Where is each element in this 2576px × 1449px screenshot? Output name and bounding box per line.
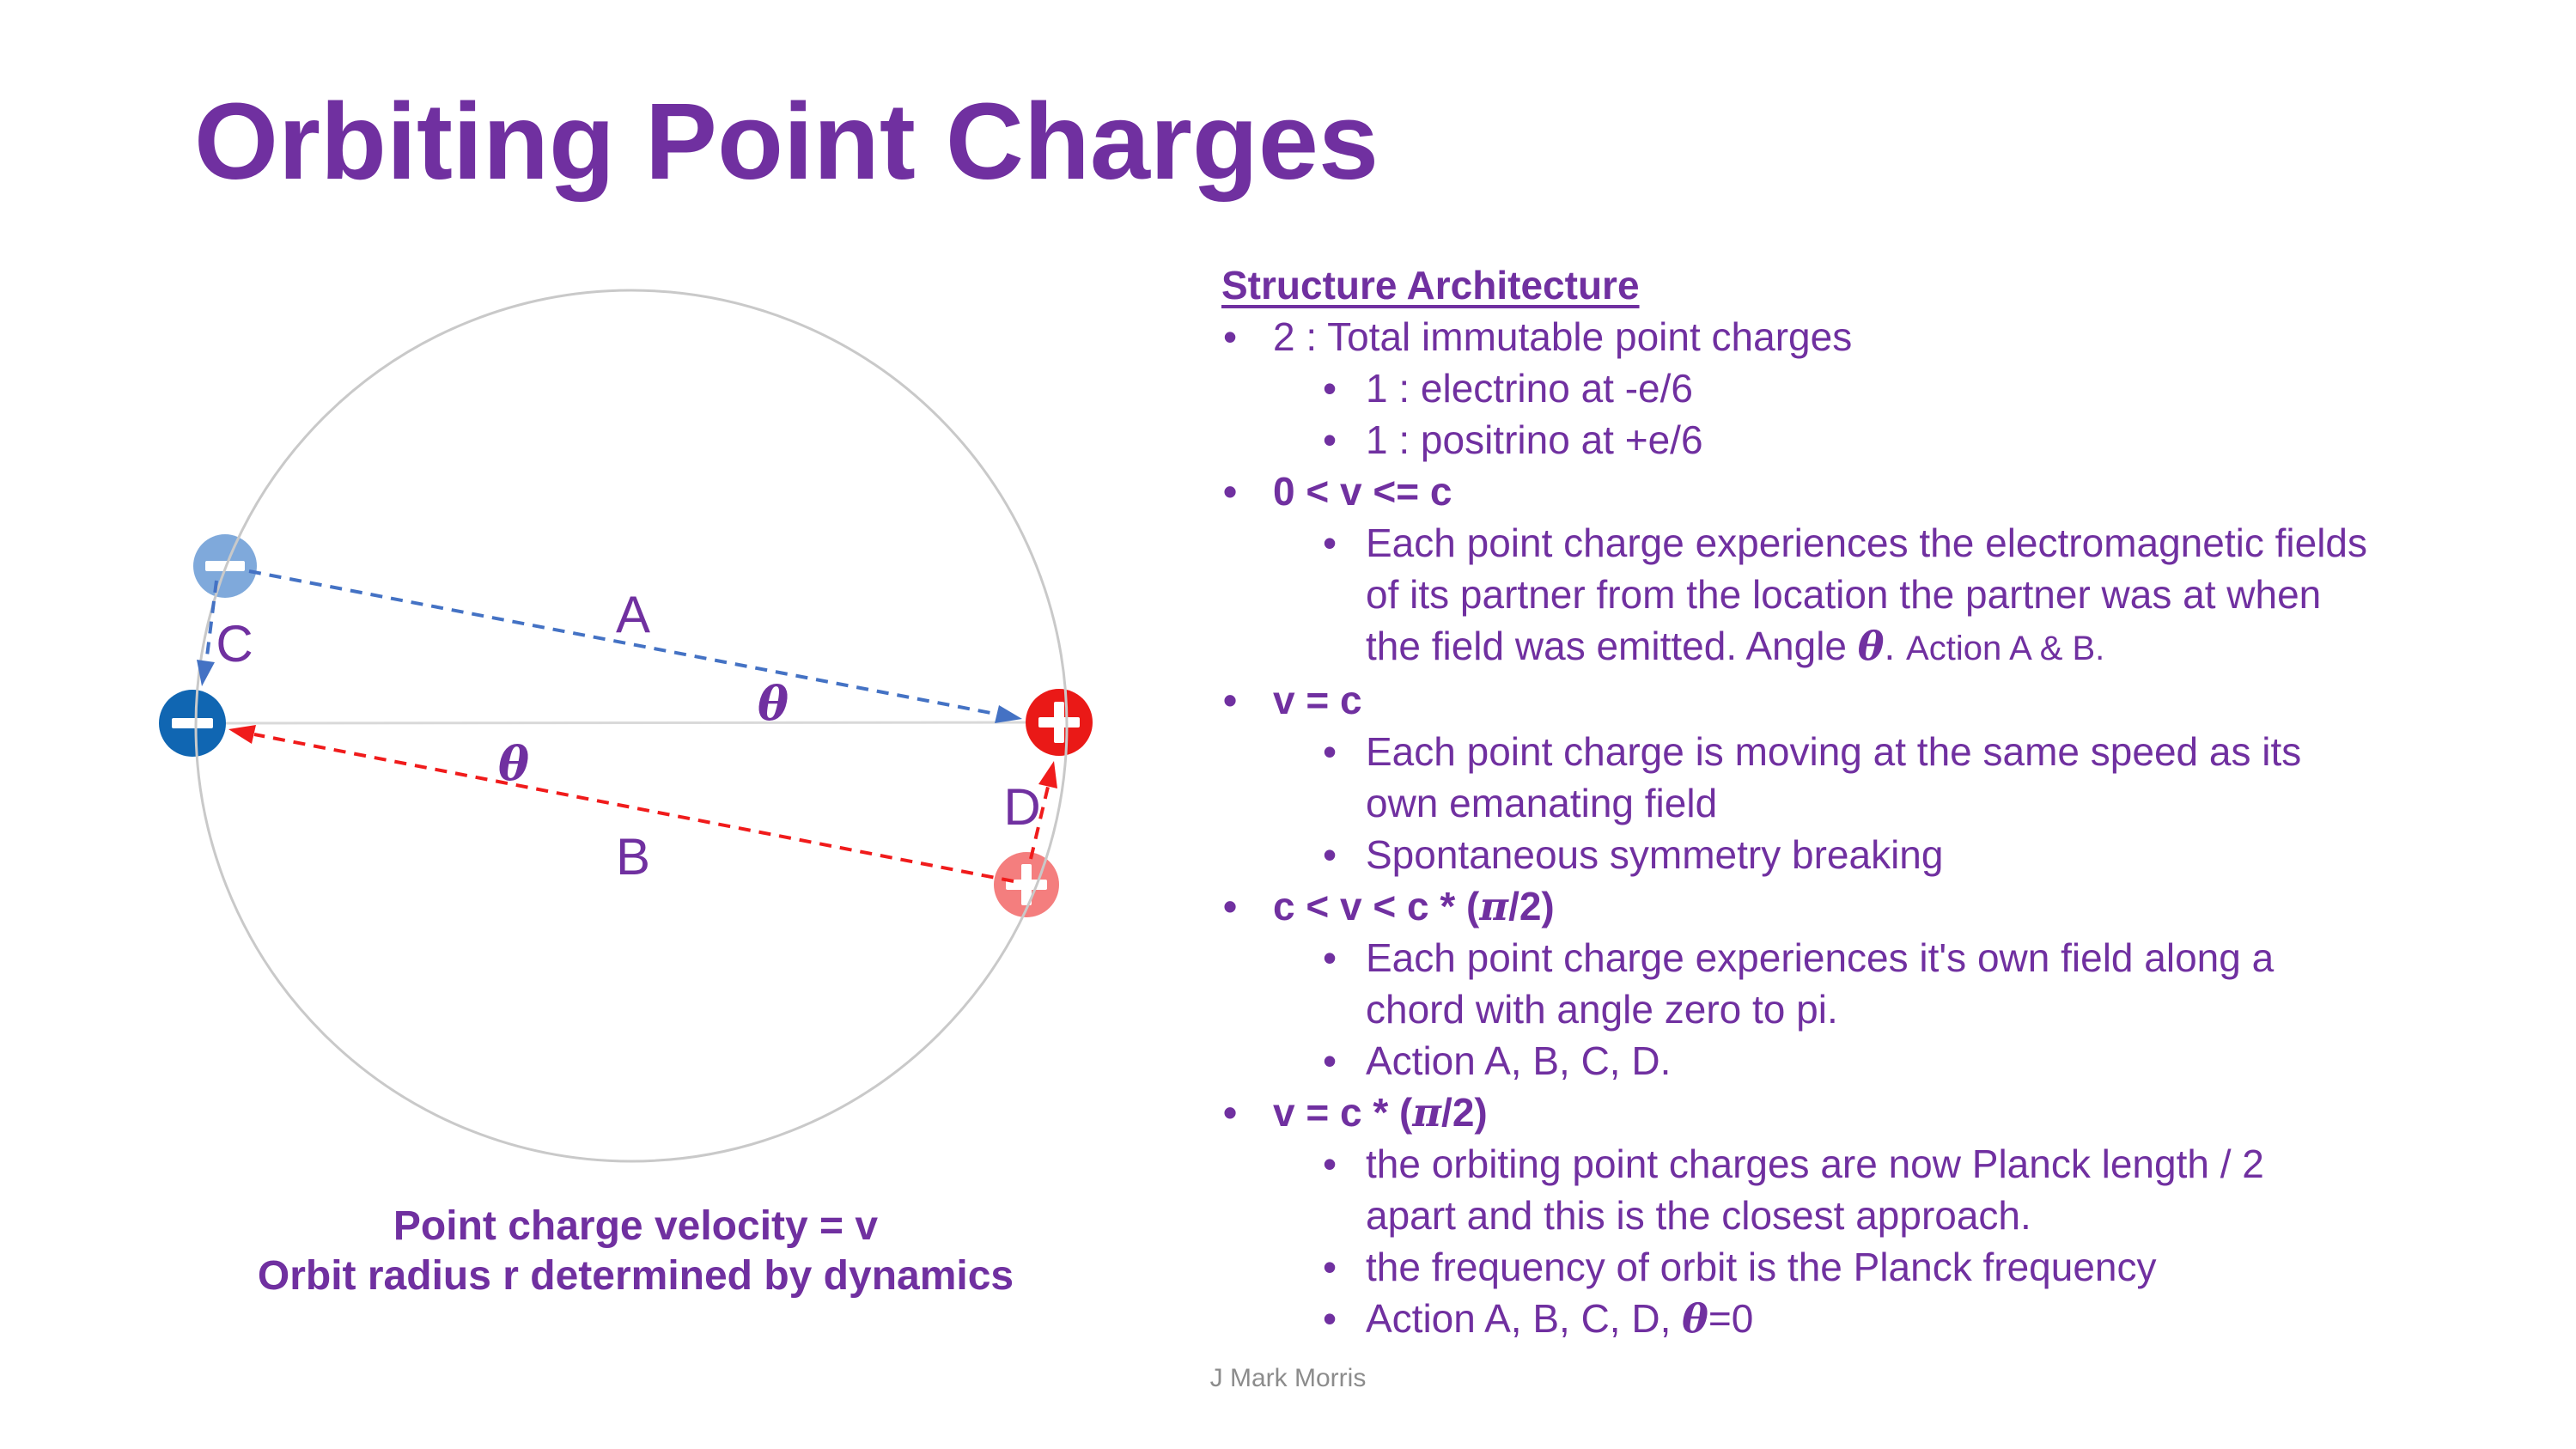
label-b: B: [616, 828, 650, 886]
bullet-dot: •: [1323, 521, 1337, 565]
list-item: • Spontaneous symmetry breaking: [1221, 829, 2510, 880]
bullet-text: 2 : Total immutable point charges: [1273, 311, 1852, 362]
text-segment: Each point charge is moving at the same …: [1366, 729, 2302, 825]
list-item: • Each point charge experiences the elect…: [1221, 517, 2510, 674]
text-segment: 1 : positrino at +e/6: [1366, 417, 1703, 462]
text-segment: .: [1884, 624, 1907, 668]
theta-segment: θ: [1857, 623, 1885, 669]
bullet-text: Action A, B, C, D.: [1366, 1035, 1671, 1087]
bullet-text: v = c: [1273, 674, 1362, 726]
bullet-dot: •: [1323, 935, 1337, 980]
arrowhead-a: [995, 705, 1022, 723]
text-segment: /2): [1508, 884, 1555, 928]
text-segment: v = c * (: [1273, 1090, 1413, 1135]
panel-heading: Structure Architecture: [1221, 263, 1640, 307]
minus-glyph: [172, 718, 213, 728]
label-theta-upper: θ: [758, 676, 789, 731]
charge-positrino-now: [1026, 689, 1093, 756]
arrowhead-b: [228, 725, 256, 744]
field-line-d: [1029, 782, 1050, 860]
label-c: C: [216, 615, 253, 673]
charge-electrino-now: [159, 690, 226, 757]
list-item: • 2 : Total immutable point charges: [1221, 311, 2510, 362]
bullet-dot: •: [1323, 417, 1337, 462]
list-item: • the frequency of orbit is the Planck fr…: [1221, 1241, 2510, 1293]
label-d: D: [1003, 778, 1040, 836]
diagram-caption: Point charge velocity = v Orbit radius r…: [77, 1202, 1194, 1301]
plus-glyph: [1054, 702, 1064, 743]
text-segment: Spontaneous symmetry breaking: [1366, 832, 1944, 877]
bullet-dot: •: [1323, 1245, 1337, 1289]
author-credit: J Mark Morris: [1209, 1364, 1367, 1392]
text-segment: Each point charge experiences it's own f…: [1366, 935, 2275, 1032]
caption-line-1: Point charge velocity = v: [393, 1203, 879, 1249]
text-segment: the orbiting point charges are now Planc…: [1366, 1142, 2264, 1238]
bullet-text: Each point charge is moving at the same …: [1366, 726, 2301, 829]
list-item: • v = c * (π/2): [1221, 1087, 2510, 1138]
bullet-text: 1 : electrino at -e/6: [1366, 362, 1693, 414]
bullet-dot: •: [1223, 678, 1238, 722]
bullet-text: 1 : positrino at +e/6: [1366, 414, 1703, 466]
bullet-dot: •: [1323, 1142, 1337, 1186]
bullet-text: Each point charge experiences it's own f…: [1366, 932, 2274, 1035]
list-item: • 1 : electrino at -e/6: [1221, 362, 2510, 414]
list-item: • Each point charge is moving at the same…: [1221, 726, 2510, 829]
text-segment: Action A, B, C, D.: [1366, 1038, 1672, 1083]
arrowhead-c: [197, 660, 215, 686]
bullet-text: Each point charge experiences the electr…: [1366, 517, 2367, 674]
list-item: • 0 < v <= c: [1221, 466, 2510, 517]
bullet-dot: •: [1223, 1090, 1238, 1135]
theta-segment: θ: [1682, 1295, 1708, 1342]
bullet-dot: •: [1323, 832, 1337, 877]
small-segment: Action A & B.: [1906, 630, 2105, 667]
pi-segment: π: [1479, 883, 1509, 929]
bullet-dot: •: [1323, 1038, 1337, 1083]
text-segment: 1 : electrino at -e/6: [1366, 366, 1693, 411]
field-line-c: [204, 580, 218, 664]
caption-line-2: Orbit radius r determined by dynamics: [257, 1253, 1014, 1299]
list-item: • Action A, B, C, D, θ=0: [1221, 1293, 2510, 1344]
bullet-text: v = c * (π/2): [1273, 1087, 1488, 1138]
list-item: • v = c: [1221, 674, 2510, 726]
list-item: • 1 : positrino at +e/6: [1221, 414, 2510, 466]
text-segment: c < v < c * (: [1273, 884, 1480, 928]
bullet-dot: •: [1223, 469, 1238, 514]
text-segment: 2 : Total immutable point charges: [1273, 314, 1853, 359]
text-segment: 0 < v <= c: [1273, 469, 1452, 514]
label-a: A: [616, 586, 650, 643]
structure-panel: Structure Architecture • 2 : Total immuta…: [1221, 259, 2510, 1344]
bullet-dot: •: [1323, 366, 1337, 411]
list-item: • Action A, B, C, D.: [1221, 1035, 2510, 1087]
chord-line: [192, 721, 1060, 725]
orbit-circle: [194, 289, 1069, 1163]
bullet-dot: •: [1323, 729, 1337, 774]
list-item: • the orbiting point charges are now Plan…: [1221, 1138, 2510, 1241]
bullet-text: Spontaneous symmetry breaking: [1366, 829, 1943, 880]
text-segment: the frequency of orbit is the Planck fre…: [1366, 1245, 2157, 1289]
list-item: • c < v < c * (π/2): [1221, 880, 2510, 932]
bullet-dot: •: [1223, 884, 1238, 928]
bullet-text: the frequency of orbit is the Planck fre…: [1366, 1241, 2157, 1293]
text-segment: =0: [1708, 1296, 1754, 1341]
structure-list: • 2 : Total immutable point charges • 1 : e…: [1221, 311, 2510, 1344]
bullet-text: Action A, B, C, D, θ=0: [1366, 1293, 1753, 1344]
text-segment: Each point charge experiences the electr…: [1366, 521, 2368, 668]
text-segment: v = c: [1273, 678, 1362, 722]
label-theta-lower: θ: [498, 736, 529, 791]
plus-glyph: [1021, 864, 1032, 905]
pi-segment: π: [1412, 1089, 1442, 1135]
bullet-text: 0 < v <= c: [1273, 466, 1452, 517]
arrowhead-d: [1038, 761, 1057, 788]
page-title: Orbiting Point Charges: [194, 81, 1379, 202]
field-line-b: [253, 733, 1014, 883]
text-segment: /2): [1441, 1090, 1488, 1135]
bullet-text: the orbiting point charges are now Planc…: [1366, 1138, 2264, 1241]
text-segment: Action A, B, C, D,: [1366, 1296, 1683, 1341]
field-line-a: [248, 569, 1001, 716]
bullet-dot: •: [1323, 1296, 1337, 1341]
bullet-text: c < v < c * (π/2): [1273, 880, 1555, 932]
list-item: • Each point charge experiences it's own …: [1221, 932, 2510, 1035]
bullet-dot: •: [1223, 314, 1238, 359]
